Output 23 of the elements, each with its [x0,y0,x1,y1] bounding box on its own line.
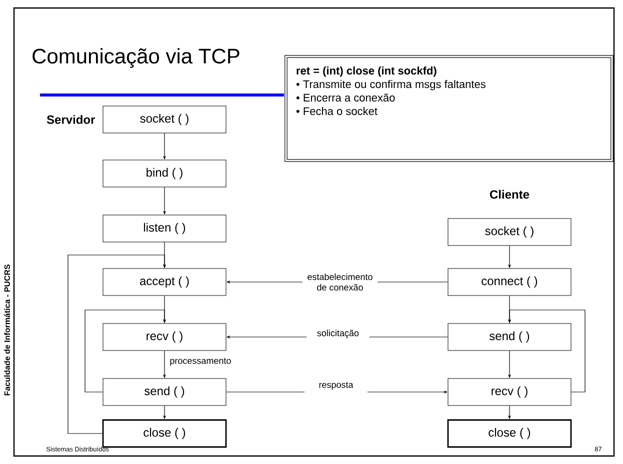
slide-title: Comunicação via TCP [32,48,240,68]
role-label: Servidor [46,115,96,124]
edge-label: estabelecimento de conexão [302,272,378,292]
edge-label: solicitação [306,327,370,341]
function-box: close ( ) [102,419,227,448]
function-box: send ( ) [102,378,226,406]
function-box: socket ( ) [102,106,226,134]
function-box: connect ( ) [448,268,572,296]
function-box: listen ( ) [102,214,226,242]
function-box: send ( ) [448,323,572,351]
function-box: accept ( ) [102,268,226,296]
side-label: Faculdade de Informática - PUCRS [4,264,10,396]
arrow [68,254,166,434]
function-box: socket ( ) [448,218,572,246]
function-box: recv ( ) [448,378,572,406]
function-box: recv ( ) [102,323,226,351]
note-box: ret = (int) close (int sockfd) • Transmite ou confirma msgs faltantes • Encerra a conexão • Fecha o socket [284,55,614,162]
edge-label: resposta [304,379,368,393]
edge-label: processamento [170,358,231,366]
role-label: Cliente [490,190,530,199]
function-box: close ( ) [447,419,572,448]
function-box: bind ( ) [102,160,226,188]
arrow [84,310,166,392]
